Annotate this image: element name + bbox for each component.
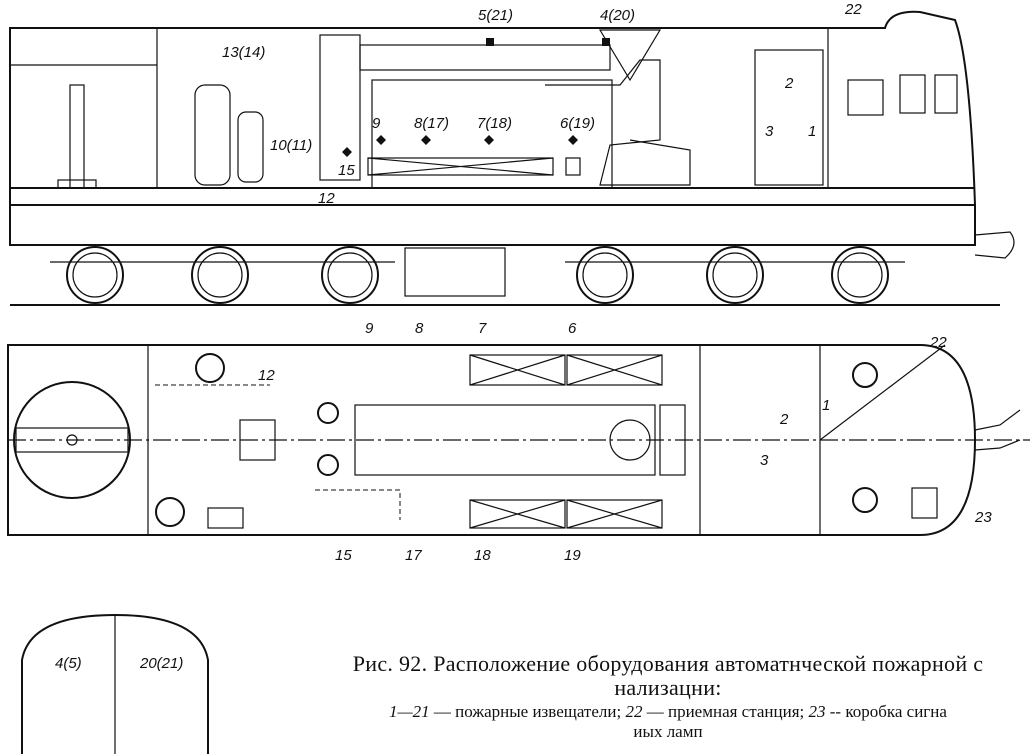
figure-caption: Рис. 92. Расположение оборудования автом… xyxy=(288,652,1036,742)
section-label-20-21: 20(21) xyxy=(139,655,183,672)
legend-text-3: -- коробка сигна xyxy=(825,702,947,721)
legend-text-1: — пожарные извещатели; xyxy=(429,702,626,721)
legend-key-1: 1—21 xyxy=(389,702,430,721)
plan-label-17: 17 xyxy=(405,547,422,564)
plan-label-6: 6 xyxy=(568,320,577,337)
label-22: 22 xyxy=(844,1,862,18)
label-1: 1 xyxy=(808,123,816,140)
legend-line2: иых ламп xyxy=(633,722,703,741)
label-13-14: 13(14) xyxy=(222,44,265,61)
label-6-19: 6(19) xyxy=(560,115,595,132)
label-9: 9 xyxy=(372,115,381,132)
label-12: 12 xyxy=(318,190,335,207)
legend-key-3: 23 xyxy=(808,702,826,721)
plan-view: 9 8 7 6 22 12 1 2 3 23 15 17 18 19 xyxy=(7,320,1030,564)
plan-label-2: 2 xyxy=(779,411,789,428)
label-3: 3 xyxy=(765,123,774,140)
plan-label-15: 15 xyxy=(335,547,352,564)
plan-label-18: 18 xyxy=(474,547,491,564)
plan-label-19: 19 xyxy=(564,547,581,564)
caption-title-line2: нализацни: xyxy=(614,675,722,700)
caption-title: Рис. 92. Расположение оборудования автом… xyxy=(288,652,1036,700)
side-cells xyxy=(367,157,581,176)
cross-section: 4(5) 20(21) xyxy=(21,613,209,754)
label-7-18: 7(18) xyxy=(477,115,512,132)
side-detectors xyxy=(342,38,610,157)
plan-label-3: 3 xyxy=(760,452,769,469)
label-4-20: 4(20) xyxy=(600,7,635,24)
label-8-17: 8(17) xyxy=(414,115,449,132)
section-label-4-5: 4(5) xyxy=(55,655,82,672)
legend-text-2: — приемная станция; xyxy=(642,702,809,721)
plan-label-12: 12 xyxy=(258,367,275,384)
plan-label-9: 9 xyxy=(365,320,374,337)
label-2: 2 xyxy=(784,75,794,92)
legend-key-2: 22 xyxy=(625,702,643,721)
plan-label-23: 23 xyxy=(974,509,992,526)
label-10-11: 10(11) xyxy=(270,137,312,154)
plan-label-1: 1 xyxy=(822,397,830,414)
label-5-21: 5(21) xyxy=(478,7,513,24)
plan-label-22: 22 xyxy=(929,334,947,351)
plan-label-8: 8 xyxy=(415,320,424,337)
plan-label-7: 7 xyxy=(478,320,487,337)
caption-legend: 1—21 — пожарные извещатели; 22 — приемна… xyxy=(288,702,1036,742)
label-15: 15 xyxy=(338,162,355,179)
side-view: 5(21) 4(20) 22 13(14) 2 3 1 9 8(17) 7(18… xyxy=(9,1,1015,306)
wheels xyxy=(50,246,905,304)
caption-title-line1: Рис. 92. Расположение оборудования автом… xyxy=(352,651,984,676)
